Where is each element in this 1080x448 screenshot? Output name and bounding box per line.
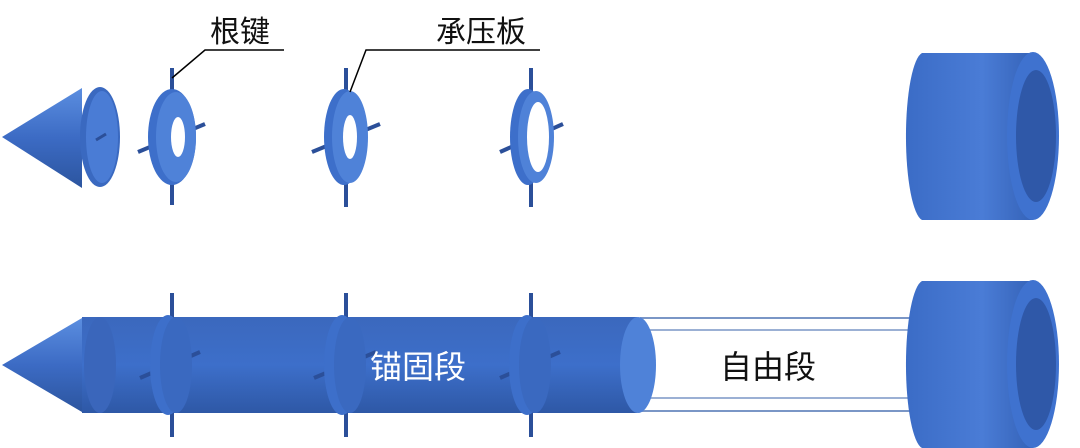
free-section-label: 自由段	[720, 348, 816, 386]
body-root-key	[139, 293, 201, 437]
body-bearing-plate	[313, 293, 377, 437]
bearing-plate-ring	[311, 68, 381, 207]
cone-tip-top	[2, 87, 120, 188]
bearing-plate-label: 承压板	[436, 15, 526, 50]
free-section-lines	[640, 317, 910, 412]
root-key-ring	[137, 68, 206, 205]
head-cylinder-bottom	[905, 280, 1059, 448]
anchor-section-label: 锚固段	[370, 348, 466, 386]
root-key-label: 根键	[210, 15, 270, 50]
label-leaders	[171, 49, 540, 93]
bearing-plate-ring-2	[499, 68, 564, 207]
body-bearing-plate-2	[499, 293, 561, 437]
head-cylinder-top	[905, 52, 1059, 220]
